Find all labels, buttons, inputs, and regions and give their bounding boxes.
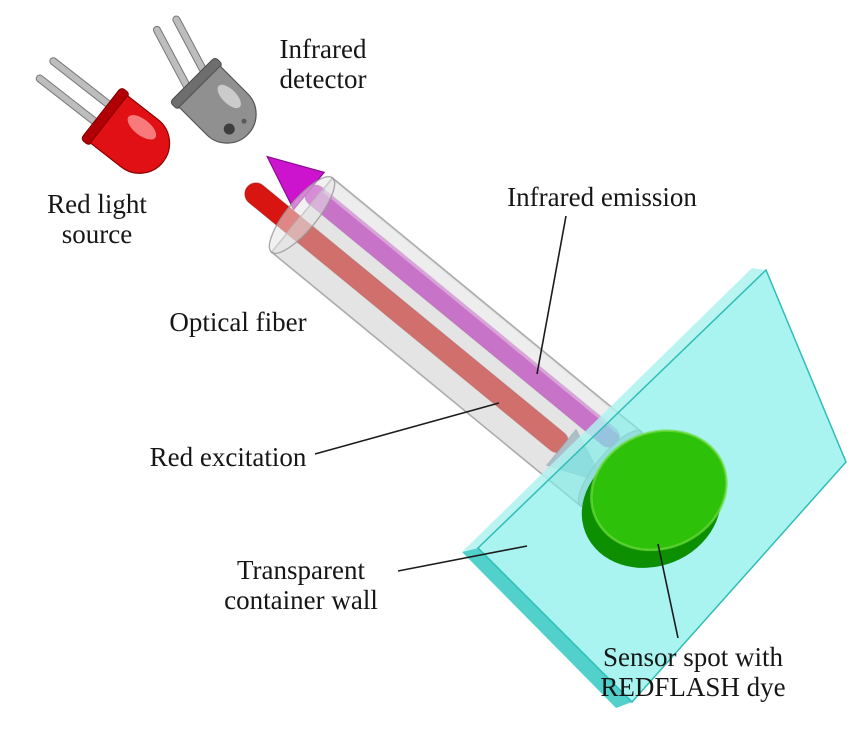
- detector-highlight: [217, 84, 241, 109]
- labels: Infrared detector Red light source Optic…: [47, 34, 786, 702]
- detector-aperture-small: [241, 118, 247, 124]
- leader-lines: [314, 215, 679, 639]
- sensor-spot-sheen: [590, 429, 728, 552]
- label-red-light-source-line1: Red light: [47, 189, 147, 219]
- infrared-detector-led: [152, 15, 257, 144]
- fiber-near-cap: [268, 176, 336, 254]
- label-infrared-emission: Infrared emission: [507, 182, 697, 212]
- wall-edge-top: [462, 268, 766, 552]
- sensor-spot-face: [591, 430, 727, 550]
- sensor-spot: [581, 429, 728, 568]
- label-infrared-detector-line2: detector: [280, 64, 367, 94]
- leader-container-wall: [397, 545, 528, 572]
- detector-body: [171, 58, 257, 144]
- leader-sensor-spot: [657, 543, 679, 639]
- label-red-excitation: Red excitation: [150, 442, 307, 472]
- label-container-wall-line2: container wall: [224, 585, 378, 615]
- detector-aperture: [223, 123, 235, 135]
- label-container-wall-line1: Transparent: [237, 555, 365, 585]
- led-leg: [35, 74, 100, 127]
- led-highlight: [127, 115, 157, 140]
- detector-dome: [178, 65, 257, 144]
- label-red-light-source-line2: source: [62, 219, 132, 249]
- label-optical-fiber: Optical fiber: [169, 307, 306, 337]
- fiber-top-highlight: [323, 180, 639, 444]
- led-leg: [49, 57, 114, 109]
- wall-edge-bottom: [462, 548, 632, 708]
- leader-red-excitation: [314, 402, 500, 455]
- leader-infrared-emission: [536, 215, 567, 375]
- red-light-source-led: [35, 57, 171, 174]
- led-dome: [89, 94, 171, 174]
- label-sensor-spot-line1: Sensor spot with: [603, 642, 784, 672]
- label-sensor-spot-line2: REDFLASH dye: [600, 672, 785, 702]
- label-infrared-detector-line1: Infrared: [280, 34, 367, 64]
